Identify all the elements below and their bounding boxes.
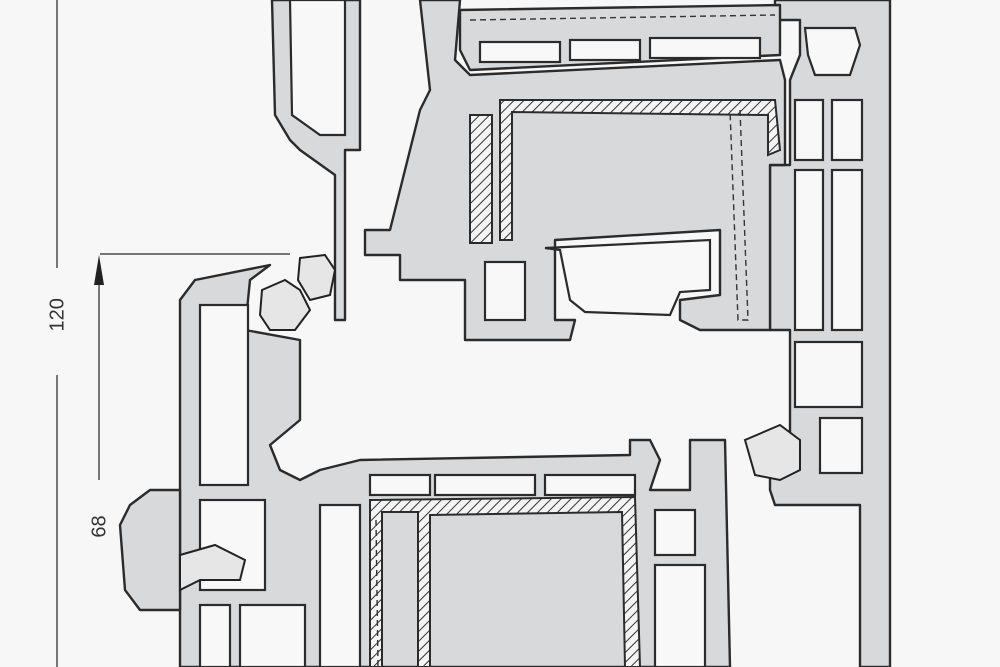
steel-reinforcement-lower [369, 495, 642, 667]
dimension-label-68: 68 [88, 515, 111, 538]
hardware-handle-base [118, 488, 182, 612]
frame-chambers [793, 26, 864, 475]
sash-main-profile [363, 0, 787, 342]
frame-lower-chambers [198, 303, 707, 667]
dimension-lines [56, 0, 290, 667]
drainage-clip [179, 543, 247, 592]
bead-chambers [478, 36, 762, 64]
steel-reinforcement-upper [499, 99, 782, 241]
gasket-left-upper [296, 253, 337, 302]
gasket-left [258, 278, 312, 331]
steel-reinforcement [469, 114, 493, 244]
dimension-label-120: 120 [46, 298, 69, 332]
frame-outer-profile [768, 0, 892, 667]
dim-arrow-icon [94, 255, 104, 285]
gasket-right [743, 423, 801, 482]
